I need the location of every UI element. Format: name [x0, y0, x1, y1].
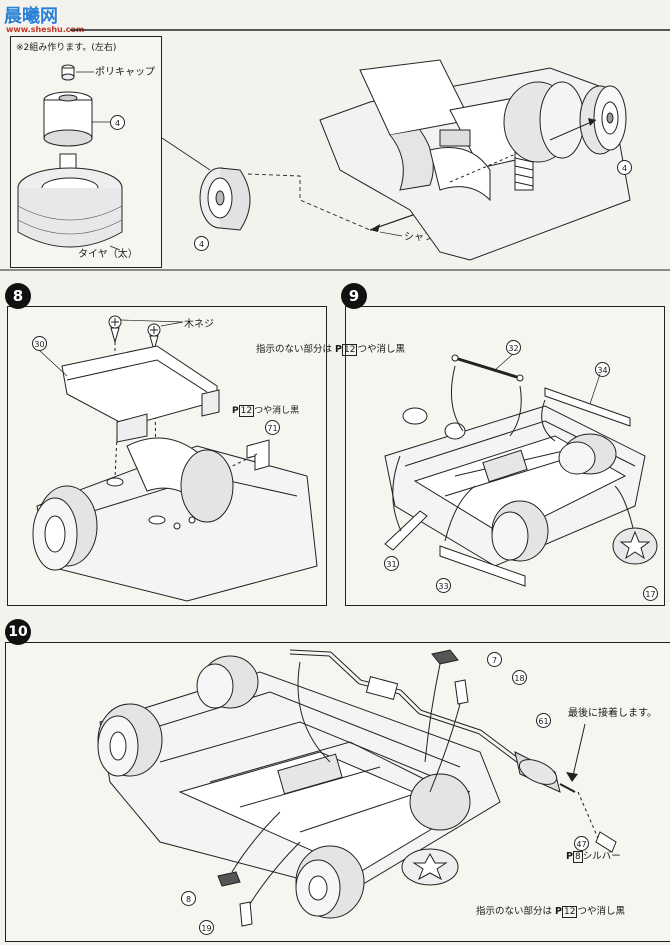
step9-note-before: 指示のない部分は: [256, 344, 333, 355]
part-17: 17: [643, 586, 658, 601]
loose-wheel-drawing: [190, 160, 270, 240]
part-32: 32: [506, 340, 521, 355]
step10-note-before: 指示のない部分は: [476, 906, 553, 917]
silver-code: 8: [572, 851, 583, 863]
step7-connector: [0, 0, 670, 270]
step9-paint-code: 12: [342, 344, 358, 356]
part-18: 18: [512, 670, 527, 685]
part-34: 34: [595, 362, 610, 377]
step7-top-rule: [0, 0, 670, 270]
watermark-brand: 晨曦网: [4, 6, 58, 27]
step7-inset-drawing: [10, 36, 162, 268]
shaft-label: シャフト: [404, 232, 444, 243]
step8-badge: 8: [5, 283, 31, 309]
step8-paint-code: 12: [238, 405, 255, 417]
part-19: 19: [199, 920, 214, 935]
step9-drawing: [345, 306, 665, 606]
part-61: 61: [536, 713, 551, 728]
step10-paint-prefix: P: [555, 906, 563, 917]
step9-note-after: つや消し黒: [357, 344, 405, 355]
silver-text: シルバー: [582, 851, 621, 862]
tire-label: タイヤ（太）: [78, 249, 138, 260]
part-30: 30: [32, 336, 47, 351]
step7-note: ※2組み作ります。(左右): [16, 43, 117, 53]
part-4-left-wheel: 4: [194, 236, 209, 251]
watermark-url: www.sheshu.com: [6, 25, 85, 34]
step8-paint-text: つや消し黒: [254, 406, 300, 416]
part-7: 7: [487, 652, 502, 667]
part-33: 33: [436, 578, 451, 593]
rear-chassis-drawing: [300, 40, 670, 265]
watermark-logo: 晨曦网: [4, 2, 58, 28]
part-71: 71: [265, 420, 280, 435]
step9-badge: 9: [341, 283, 367, 309]
part-4-inset: 4: [110, 115, 125, 130]
wood-screw-label: 木ネジ: [184, 319, 214, 330]
polycap-label: ポリキャップ: [95, 67, 155, 78]
part-47: 47: [574, 836, 589, 851]
step9-paint-prefix: P: [335, 344, 343, 355]
part-8: 8: [181, 891, 196, 906]
part-4-right-wheel: 4: [617, 160, 632, 175]
step10-drawing: [0, 642, 670, 945]
last-glue-note: 最後に接着します。: [568, 708, 657, 719]
step8-drawing: [7, 306, 327, 606]
step10-paint-code: 12: [562, 906, 578, 918]
silver-prefix: P: [566, 851, 573, 862]
step10-note-after: つや消し黒: [577, 906, 625, 917]
part-31: 31: [384, 556, 399, 571]
step10-badge: 10: [5, 619, 31, 645]
step8-paint-prefix: P: [232, 406, 239, 416]
